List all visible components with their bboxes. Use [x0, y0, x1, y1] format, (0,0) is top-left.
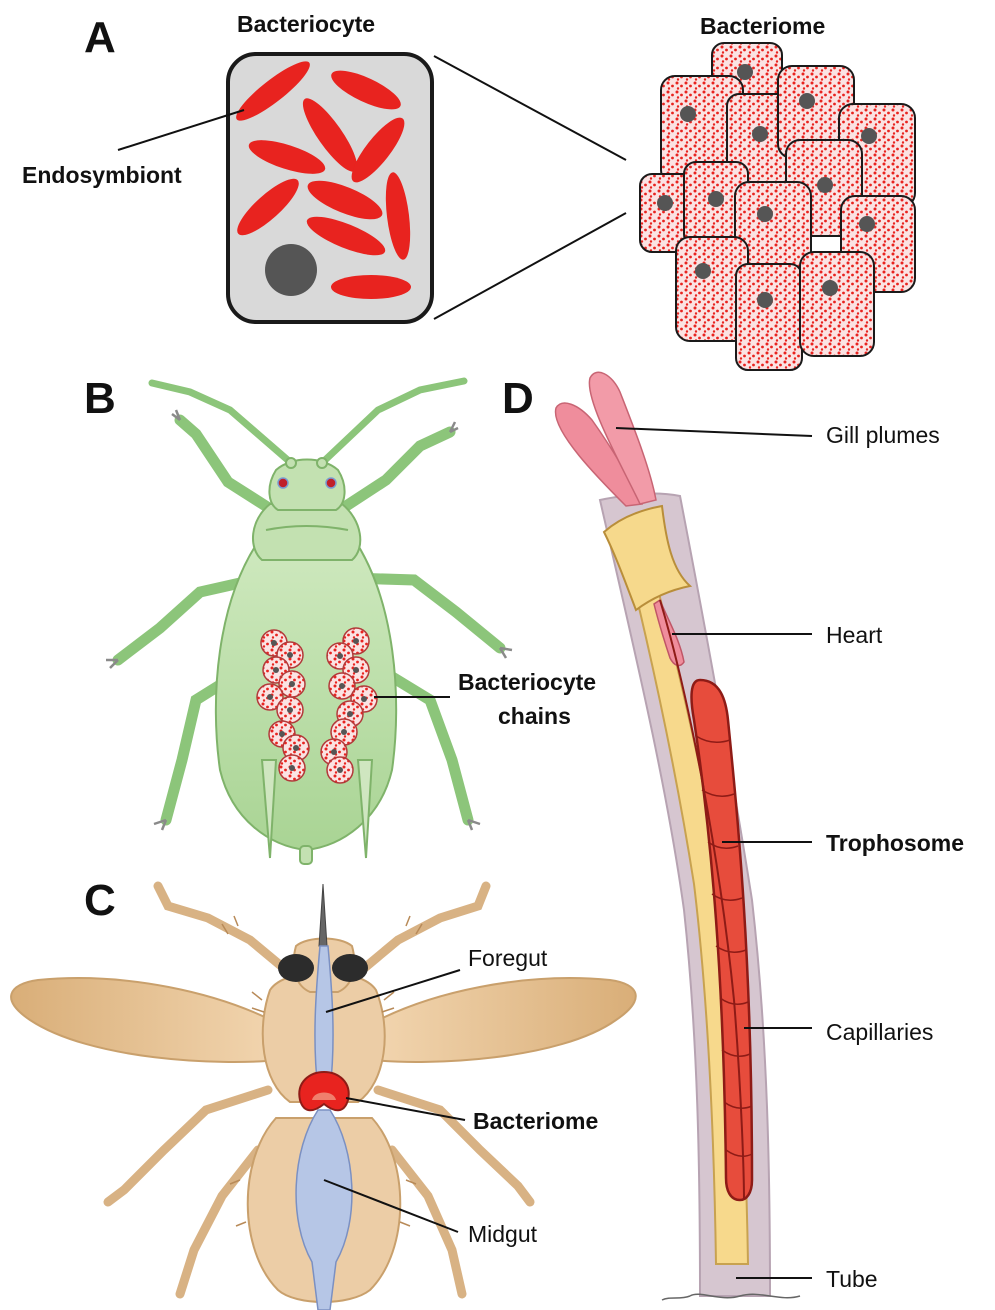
gill-label: Gill plumes: [826, 422, 940, 448]
fly-eye-left: [278, 954, 314, 982]
aphid-antenna-left: [152, 383, 290, 462]
gill-leader: [616, 428, 812, 436]
endosymbiont-leader: [118, 110, 244, 150]
trophosome-label: Trophosome: [826, 830, 964, 856]
midgut-label: Midgut: [468, 1221, 538, 1247]
aphid-thorax: [253, 504, 360, 560]
heart-label: Heart: [826, 622, 883, 648]
fly-eye-right: [332, 954, 368, 982]
fly-wing-right: [360, 978, 636, 1062]
fly-bacteriome: [299, 1072, 348, 1110]
panel-a-letter: A: [84, 13, 116, 62]
zoom-line-top: [434, 56, 626, 160]
panel-d-letter: D: [502, 374, 534, 423]
tube-label: Tube: [826, 1266, 878, 1292]
capillaries-label: Capillaries: [826, 1019, 933, 1045]
bacteriocyte-cell: [228, 54, 432, 322]
fly-wing-left: [11, 978, 290, 1062]
panel-a: A Bacteriocyte Bacteriome Endosymbiont: [22, 11, 915, 370]
panel-b: B: [84, 374, 596, 864]
nucleus: [265, 244, 317, 296]
zoom-line-bottom: [434, 213, 626, 319]
aphid: [106, 381, 512, 864]
endosymbiont-label: Endosymbiont: [22, 162, 182, 188]
foregut-label: Foregut: [468, 945, 548, 971]
bacteriome-title: Bacteriome: [700, 13, 825, 39]
chains-label-line2: chains: [498, 703, 571, 729]
bacteriocyte-title: Bacteriocyte: [237, 11, 375, 37]
panel-c: C: [11, 876, 636, 1310]
aphid-antenna-right: [323, 381, 464, 462]
foregut: [315, 946, 333, 1090]
panel-d: D Gill plumes: [502, 372, 964, 1300]
panel-b-letter: B: [84, 374, 116, 423]
fly-proboscis: [319, 884, 327, 946]
fly-bacteriome-label: Bacteriome: [473, 1108, 598, 1134]
chains-label-line1: Bacteriocyte: [458, 669, 596, 695]
panel-c-letter: C: [84, 876, 116, 925]
bacteriome-cluster: [640, 43, 915, 370]
